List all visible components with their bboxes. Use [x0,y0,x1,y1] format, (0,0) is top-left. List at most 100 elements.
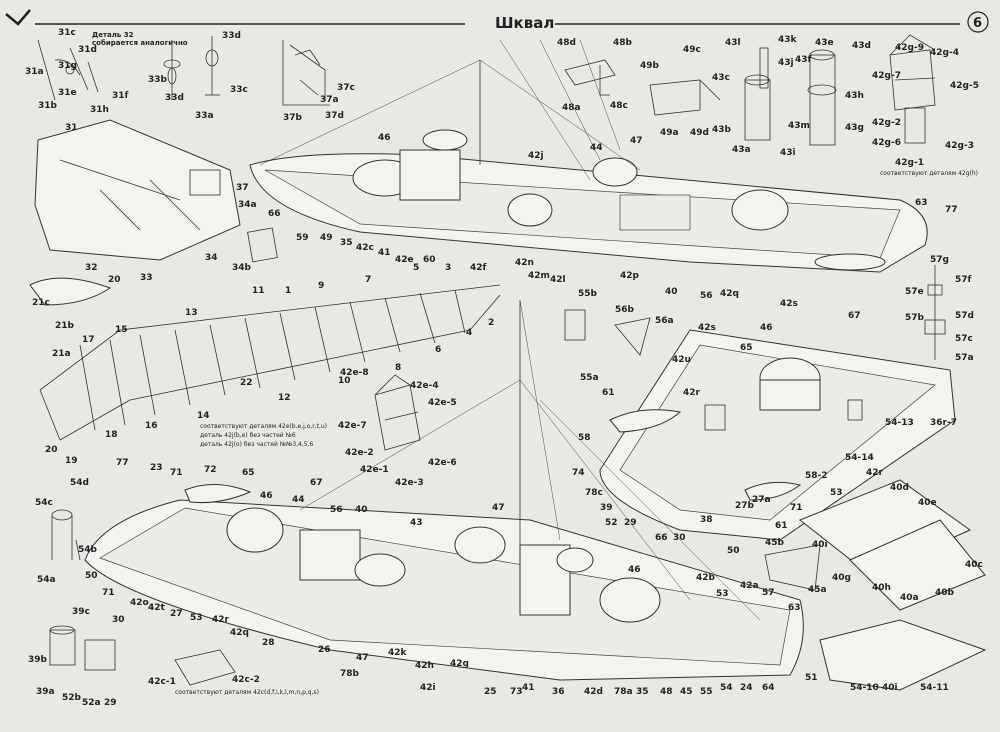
part-55 [564,309,586,341]
page-title: Шквал [495,14,554,32]
label-54-13: 54-13 [885,418,914,428]
label-37b: 37b [283,113,303,123]
label-56-c: 56 [330,505,343,515]
label-42r-c: 42r [212,615,230,625]
label-78b: 78b [340,669,360,679]
label-48b: 48b [613,38,633,48]
label-30-b: 30 [112,615,125,625]
label-61-b: 61 [775,521,788,531]
label-31c: 31c [58,28,76,38]
note-42e-line1: соответствуют деталям 42e(b,e,j,o,r,t,u) [200,423,327,430]
label-46: 46 [378,133,391,143]
note-42e-line3: деталь 42j(o) без частей №№3,4,5,6 [200,441,314,448]
label-25: 25 [484,687,497,697]
label-63-b: 63 [788,603,801,613]
note-part-32-body: собирается аналогично [92,39,188,47]
label-7: 7 [365,275,371,285]
label-58: 58 [578,433,591,443]
label-56: 56 [700,291,713,301]
label-45b: 45b [765,538,785,548]
label-47-c: 47 [356,653,369,663]
label-17: 17 [82,335,95,345]
page-number: 6 [973,16,982,31]
label-2: 2 [488,318,494,328]
label-4: 4 [466,328,472,338]
label-78c: 78c [585,488,603,498]
label-47: 47 [630,136,643,146]
label-71-c: 71 [102,588,115,598]
label-42e-1: 42e-1 [360,465,389,475]
label-39b: 39b [28,655,48,665]
label-42m: 42m [528,271,550,281]
label-37a: 37a [320,95,339,105]
label-13: 13 [185,308,198,318]
label-21b: 21b [55,321,75,331]
label-51: 51 [805,673,818,683]
label-42q: 42q [720,289,739,299]
label-43k: 43k [778,35,798,45]
note-42e-line2: деталь 42j(b,e) без частей №6 [200,432,296,439]
label-43b: 43b [712,125,732,135]
label-42g-9: 42g-9 [895,43,924,53]
stern-frame-sketch [34,119,241,261]
label-53: 53 [830,488,843,498]
label-53-c: 53 [716,589,729,599]
label-42l: 42l [550,275,566,285]
label-74: 74 [572,468,585,478]
label-43: 43 [410,518,423,528]
label-55a: 55a [580,373,599,383]
label-67: 67 [848,311,861,321]
label-35-b: 35 [636,687,649,697]
part-labels: 31a 31b 31c 31d 31e 31f 31g 31h 33a 33b … [25,28,983,708]
label-67-b: 67 [310,478,323,488]
label-54-14: 54-14 [845,453,874,463]
label-52: 52 [605,518,618,528]
label-77: 77 [945,205,958,215]
label-46-b: 46 [760,323,773,333]
label-65: 65 [740,343,753,353]
label-42g-6: 42g-6 [872,138,901,148]
deck-plate-40-bottom [849,519,986,611]
label-55b: 55b [578,289,598,299]
label-57f: 57f [955,275,972,285]
label-18: 18 [105,430,118,440]
label-54a: 54a [37,575,56,585]
part-39-52 [49,625,116,671]
label-24: 24 [740,683,753,693]
hull-frame-skeleton [39,284,501,441]
label-73: 73 [510,687,523,697]
label-49c: 49c [683,45,701,55]
label-43i: 43i [780,148,796,158]
propeller-33-detail [163,36,220,100]
label-42b: 42b [696,573,716,583]
label-50: 50 [727,546,740,556]
label-42s-b: 42s [698,323,716,333]
label-31e: 31e [58,88,77,98]
part-45 [764,544,821,591]
label-61: 61 [602,388,615,398]
label-11: 11 [252,286,265,296]
label-6: 6 [435,345,441,355]
label-20: 20 [108,275,121,285]
label-21a: 21a [52,349,71,359]
label-57a: 57a [955,353,974,363]
parts-48-49 [564,59,721,116]
label-22: 22 [240,378,253,388]
ship-top-view [249,39,928,273]
label-40g: 40g [832,573,851,583]
part-57 [924,265,946,360]
label-54c: 54c [35,498,53,508]
label-33b: 33b [148,75,168,85]
label-43d: 43d [852,41,871,51]
label-42c: 42c [356,243,374,253]
label-40a: 40a [900,593,919,603]
label-33d-b: 33d [165,93,184,103]
label-1: 1 [285,286,291,296]
label-60: 60 [423,255,436,265]
label-8: 8 [395,363,401,373]
label-3: 3 [445,263,451,273]
label-45: 45 [680,687,693,697]
label-33a: 33a [195,111,214,121]
label-42d: 42d [584,687,603,697]
